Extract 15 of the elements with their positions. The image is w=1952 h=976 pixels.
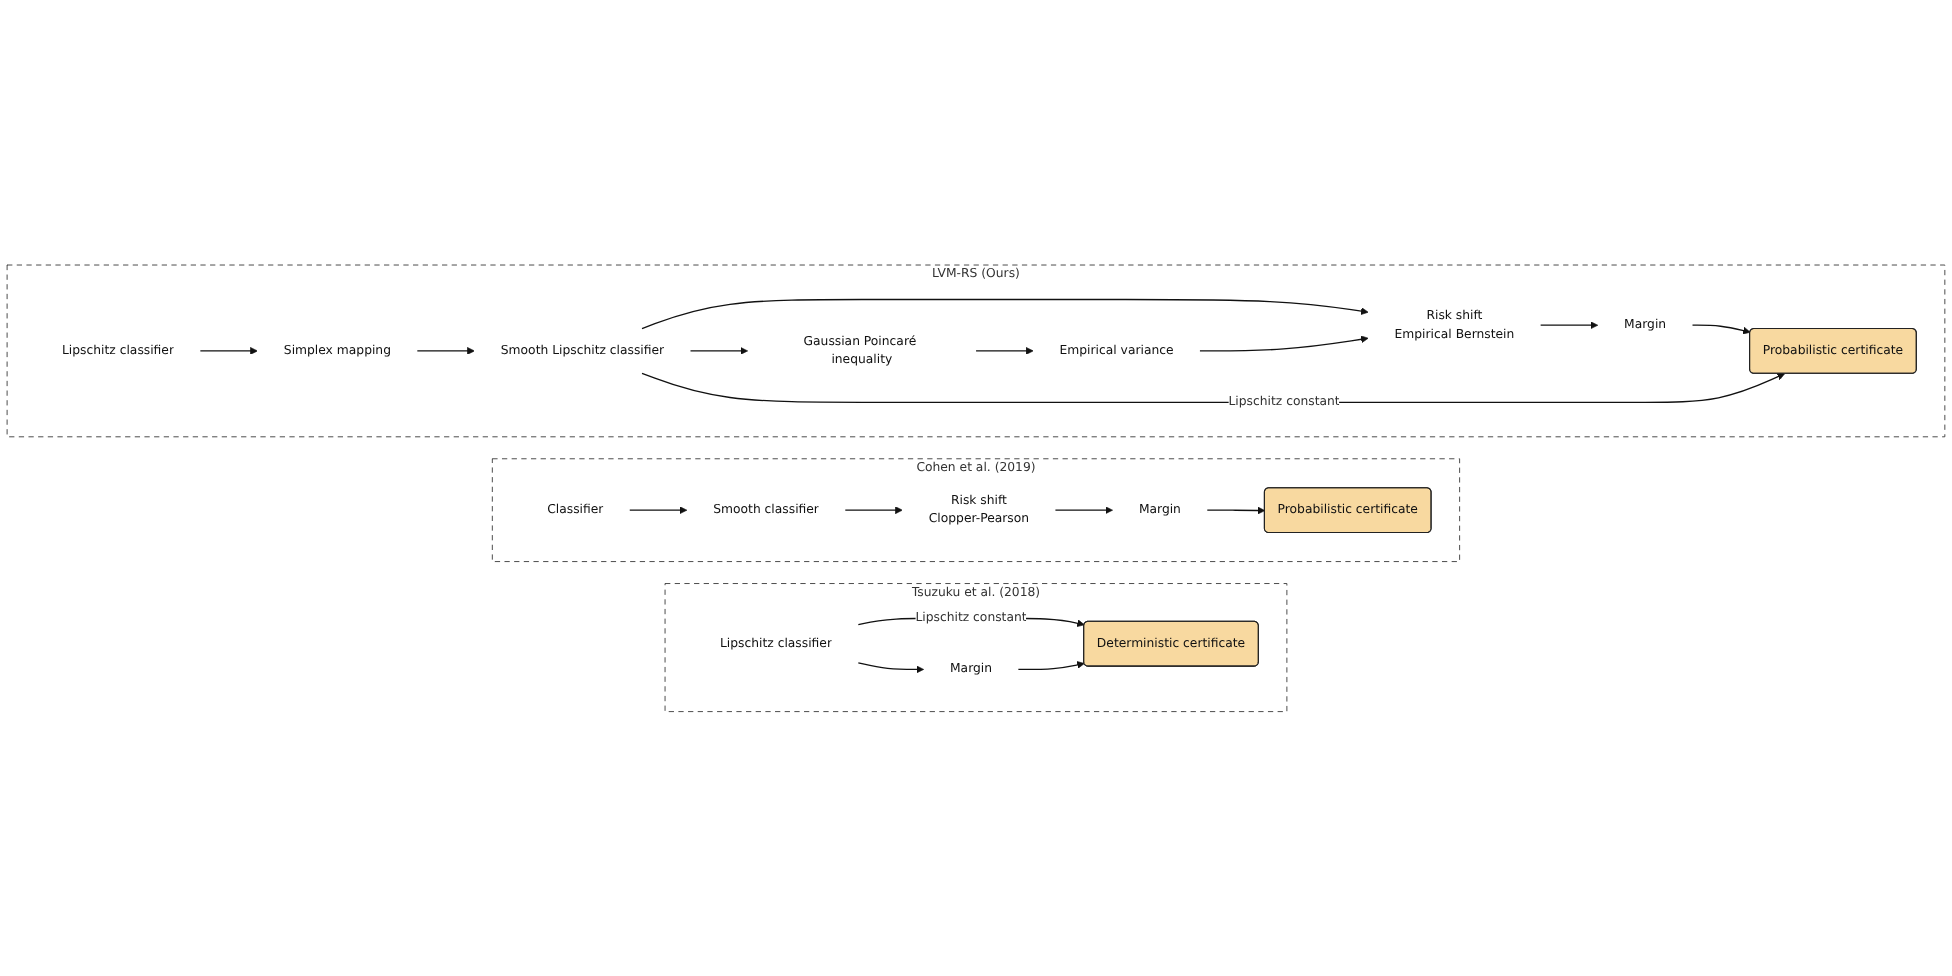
arrow	[641, 372, 1785, 403]
arrow	[641, 298, 1369, 329]
arrow	[1540, 321, 1599, 329]
arrow	[199, 346, 258, 355]
arrow	[1206, 506, 1266, 515]
arrow	[1691, 324, 1751, 335]
arrow	[857, 661, 924, 673]
arrow	[416, 346, 475, 355]
arrow	[689, 346, 748, 355]
arrow	[844, 506, 903, 514]
arrow	[1017, 660, 1085, 670]
arrow	[629, 506, 688, 514]
arrow	[975, 346, 1034, 355]
arrow	[1199, 335, 1369, 352]
arrow	[1054, 506, 1113, 514]
